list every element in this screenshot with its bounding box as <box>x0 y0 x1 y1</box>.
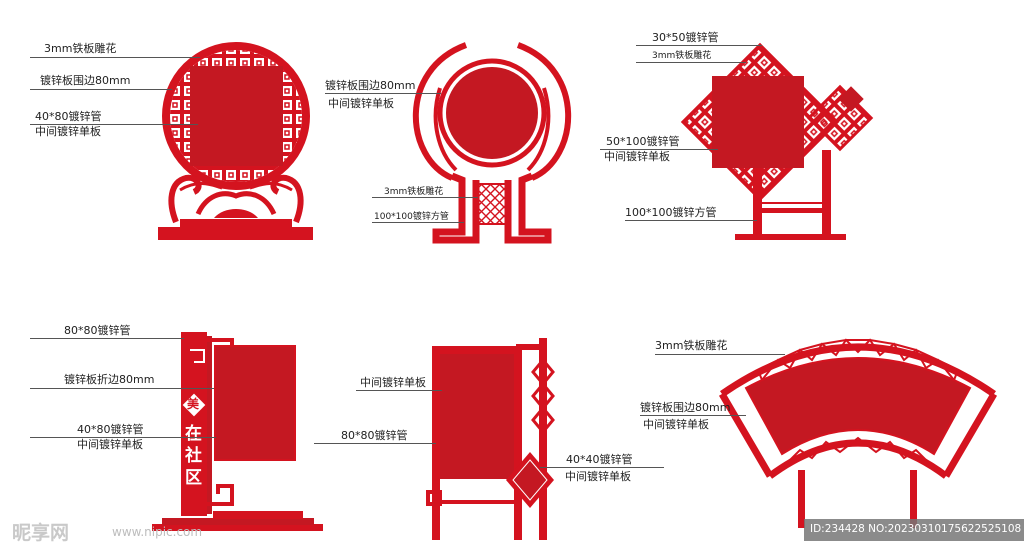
sign-4-text-line-3: 区 <box>185 468 202 488</box>
leader-line <box>30 89 172 90</box>
leader-line <box>600 149 718 150</box>
label-s5-tube2: 40*40镀锌管 <box>566 453 633 466</box>
label-s1-decor: 3mm铁板雕花 <box>44 42 117 55</box>
label-s2-tube: 100*100镀锌方管 <box>374 212 449 222</box>
sign-1-round-lattice <box>158 42 313 240</box>
leader-line <box>636 45 762 46</box>
leader-line <box>655 354 785 355</box>
label-s4-tube-top: 80*80镀锌管 <box>64 324 131 337</box>
label-s5-tube: 80*80镀锌管 <box>341 429 408 442</box>
label-s2-panel: 中间镀锌单板 <box>328 97 394 110</box>
sign-3-diamond-board <box>680 42 874 240</box>
leader-line <box>30 437 216 438</box>
sign-2-round-panel <box>412 42 572 244</box>
sign-6-fan-arch <box>718 338 998 528</box>
label-s1-tube: 40*80镀锌管 <box>35 110 102 123</box>
sign-4-badge-text: 美 <box>187 397 200 411</box>
leader-line <box>372 197 478 198</box>
leader-line <box>540 467 664 468</box>
label-s5-panel2: 中间镀锌单板 <box>565 470 631 483</box>
label-s4-panel: 中间镀锌单板 <box>77 438 143 451</box>
label-s3-tube-base: 100*100镀锌方管 <box>625 206 717 219</box>
label-s6-frame: 镀锌板围边80mm <box>640 401 731 414</box>
sign-5-board-with-column <box>426 338 555 540</box>
leader-line <box>30 57 200 58</box>
label-s3-tube-mid: 50*100镀锌管 <box>606 135 680 148</box>
leader-line <box>30 338 184 339</box>
leader-line <box>325 93 441 94</box>
sign-4-text-line-1: 在 <box>185 424 202 444</box>
label-s3-tube-top: 30*50镀锌管 <box>652 31 719 44</box>
watermark-url: www.nipic.com <box>112 525 203 539</box>
label-s6-panel: 中间镀锌单板 <box>643 418 709 431</box>
leader-line <box>640 415 746 416</box>
leader-line <box>636 62 746 63</box>
label-s2-frame: 镀锌板围边80mm <box>325 79 416 92</box>
label-s1-frame: 镀锌板围边80mm <box>40 74 131 87</box>
label-s2-decor: 3mm铁板雕花 <box>384 187 444 197</box>
label-s4-fold: 镀锌板折边80mm <box>64 373 155 386</box>
watermark-brand: 昵享网 <box>12 522 70 544</box>
leader-line <box>356 390 442 391</box>
leader-line <box>625 220 757 221</box>
leader-line <box>30 388 214 389</box>
id-bar <box>804 519 1024 541</box>
leader-line <box>372 222 464 223</box>
leader-line <box>314 443 436 444</box>
label-s6-decor: 3mm铁板雕花 <box>655 339 728 352</box>
watermark-id: ID:234428 NO:20230310175622525108 <box>810 523 1022 535</box>
label-s4-tube: 40*80镀锌管 <box>77 423 144 436</box>
leader-line <box>30 124 198 125</box>
sign-4-community-sign <box>152 332 323 531</box>
label-s1-panel: 中间镀锌单板 <box>35 125 101 138</box>
label-s3-panel: 中间镀锌单板 <box>604 150 670 163</box>
sign-4-text-line-2: 社 <box>185 446 202 466</box>
label-s5-panel: 中间镀锌单板 <box>360 376 426 389</box>
label-s3-decor: 3mm铁板雕花 <box>652 51 712 61</box>
